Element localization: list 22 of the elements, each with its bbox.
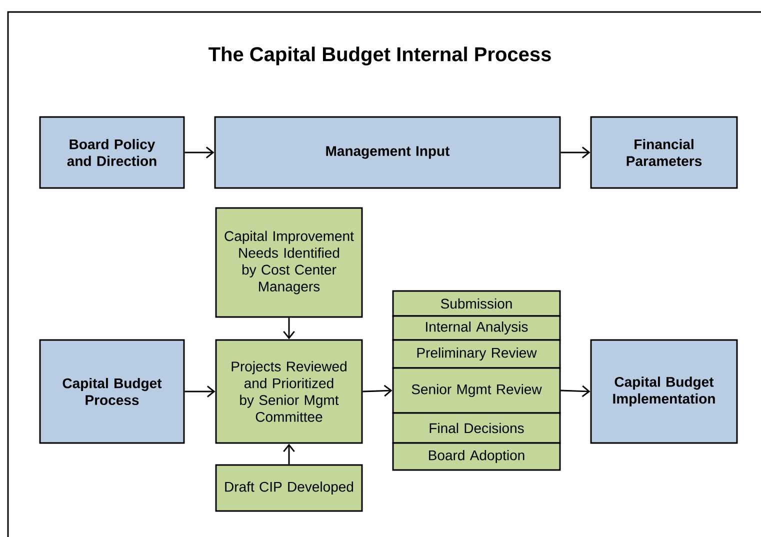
process-box: Management Input — [214, 116, 561, 189]
step-box: Internal Analysis — [392, 315, 561, 341]
arrow — [184, 146, 214, 158]
step-box: Draft CIP Developed — [215, 464, 363, 512]
process-box: Capital Budget Implementation — [590, 339, 738, 444]
arrow — [560, 385, 590, 398]
step-box: Senior Mgmt Review — [392, 367, 561, 414]
process-box: Financial Parameters — [590, 116, 738, 189]
arrow — [184, 386, 216, 398]
title: The Capital Budget Internal Process — [208, 46, 551, 66]
process-box: Capital Budget Process — [39, 339, 185, 444]
arrow — [283, 318, 295, 340]
arrow — [362, 384, 392, 397]
step-box: Board Adoption — [392, 442, 561, 471]
step-box: Preliminary Review — [392, 339, 561, 369]
step-box: Projects Reviewed and Prioritized by Senior Mgmt Committee — [215, 339, 363, 444]
arrow — [283, 444, 295, 464]
process-box: Board Policy and Direction — [39, 116, 185, 189]
arrow — [560, 146, 590, 158]
step-box: Submission — [392, 290, 561, 317]
step-box: Capital Improvement Needs Identified by Cost Center Managers — [215, 207, 363, 318]
step-box: Final Decisions — [392, 412, 561, 444]
